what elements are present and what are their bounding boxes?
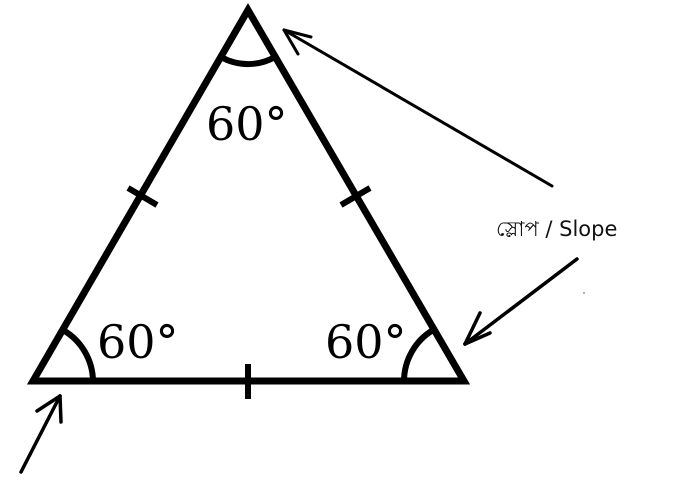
angle-arc-bottom-left [61, 327, 96, 382]
angle-label-top: 60° [206, 97, 288, 151]
slope-caption: স্লোপ / Slope [496, 217, 617, 241]
angle-label-bottom-right: 60° [325, 315, 407, 369]
stray-dot [583, 292, 585, 294]
tick-mark-right-side [339, 185, 372, 208]
angle-label-bottom-left: 60° [97, 315, 179, 369]
angle-arc-top [219, 54, 277, 68]
angle-arc-bottom-right [401, 327, 435, 382]
arrow-to-bottom-left-vertex-icon [19, 394, 63, 474]
arrow-to-bottom-right-vertex-icon [463, 257, 579, 346]
tick-mark-left-side [126, 185, 159, 208]
arrow-to-top-vertex-icon [282, 28, 554, 188]
